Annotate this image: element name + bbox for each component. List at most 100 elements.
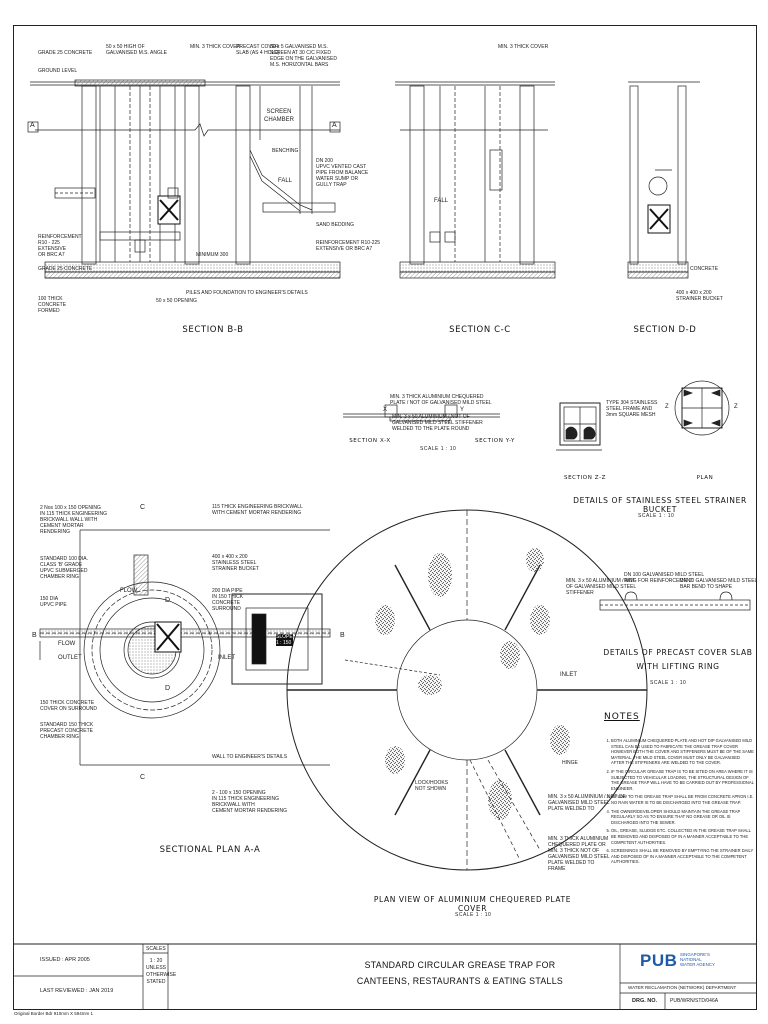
aa-standard-100: STANDARD 100 DIA. CLASS 'B' GRADE UPVC S… xyxy=(40,556,88,580)
strainer-bucket-title: DETAILS OF STAINLESS STEEL STRAINER BUCK… xyxy=(573,496,747,514)
bb-galv-screen: 50 x 5 GALVANISED M.S. SCREEN AT 30 C/C … xyxy=(270,44,337,68)
bb-screen-chamber: SCREEN CHAMBER xyxy=(264,109,295,123)
aa-opening: 2 Nos 100 x 150 OPENING IN 115 THICK ENG… xyxy=(40,505,108,535)
marker-d-top: D xyxy=(165,597,171,604)
drawing-sheet-border xyxy=(13,25,757,1010)
marker-y: Y xyxy=(460,407,465,413)
bb-piles: PILES AND FOUNDATION TO ENGINEER'S DETAI… xyxy=(186,290,308,296)
aa-standard-150: STANDARD 150 THICK PRECAST CONCRETE CHAM… xyxy=(40,722,94,740)
precast-slab-drawing xyxy=(599,591,751,611)
bb-opening: 50 x 50 OPENING xyxy=(156,298,197,304)
dd-concrete: CONCRETE xyxy=(690,266,719,272)
drawing-title-line-2: CANTEENS, RESTAURANTS & EATING STALLS xyxy=(356,976,564,986)
plan-title: PLAN xyxy=(696,475,714,481)
marker-z-right: Z xyxy=(734,404,738,410)
footer-border-note: Original Border Bdr 910mm X 594mm 1 xyxy=(14,1011,94,1016)
marker-c-top: C xyxy=(140,504,146,511)
pc-chequered-plate: MIN. 3 THICK ALUMINIUM CHEQUERED PLATE O… xyxy=(548,836,610,872)
pc-hinge: HINGE xyxy=(562,760,578,766)
plan-view-cover-drawing xyxy=(286,509,648,871)
aa-flow-2: FLOW xyxy=(120,588,138,594)
note-item: BOTH ALUMINIUM CHEQUERED PLATE AND HOT D… xyxy=(611,738,754,766)
note-item: THE OWNER/DEVELOPER SHOULD MAINTAIN THE … xyxy=(611,809,754,826)
xy-plate: MIN. 3 THICK ALUMINIUM CHEQUERED PLATE /… xyxy=(390,394,492,406)
org-name: WATER RECLAMATION (NETWORK) DEPARTMENT xyxy=(628,985,737,990)
drg-no-value: PUB/WRN/STD/046A xyxy=(670,998,719,1004)
cc-min-cover: MIN. 3 THICK COVER xyxy=(498,44,549,50)
note-item: INFLOW TO THE GREASE TRAP SHALL BE FROM … xyxy=(611,794,754,805)
pub-logo-subtitle: SINGAPORE'S NATIONAL WATER AGENCY xyxy=(680,952,715,967)
notes-heading: NOTES xyxy=(604,712,640,722)
bb-reinforcement-left: REINFORCEMENT R10 - 225 EXTENSIVE OR BRC… xyxy=(38,234,82,258)
drg-no-label: DRG. NO. xyxy=(632,998,658,1004)
scales-values: 1 : 20 UNLESS OTHERWISE STATED xyxy=(146,958,177,985)
aa-inlet: INLET xyxy=(218,655,236,661)
aa-flow-1: FLOW xyxy=(58,641,76,647)
bb-grade25-top: GRADE 25 CONCRETE xyxy=(38,50,93,56)
bb-reinforcement-right: REINFORCEMENT R10-225 EXTENSIVE OR BRC A… xyxy=(316,240,381,252)
marker-d-bottom: D xyxy=(165,685,171,692)
section-zz-title: SECTION Z-Z xyxy=(563,475,606,481)
note-item: IF THE CIRCULAR GREASE TRAP IS TO BE SIT… xyxy=(611,769,754,791)
marker-b-left: B xyxy=(32,632,37,639)
drawing-title-line-1: STANDARD CIRCULAR GREASE TRAP FOR xyxy=(364,960,556,970)
note-item: SCREENINGS SHALL BE REMOVED BY EMPTYING … xyxy=(611,848,754,865)
aa-outlet: OUTLET xyxy=(58,655,82,661)
slab-bar: DN 10 GALVANISED MILD STEEL BAR BEND TO … xyxy=(680,578,758,590)
note-item: OIL, GREASE, SLUDGE ETC. COLLECTED IN TH… xyxy=(611,828,754,845)
bb-sand-bedding: SAND BEDDING xyxy=(316,222,355,228)
aa-strainer-bucket: 400 x 400 x 200 STAINLESS STEEL STRAINER… xyxy=(212,554,259,572)
scales-heading: SCALES xyxy=(146,946,166,952)
pub-logo-icon: PUB xyxy=(640,951,678,970)
sectional-plan-aa-title: SECTIONAL PLAN A-A xyxy=(159,845,261,855)
strainer-bucket-drawing xyxy=(556,380,730,451)
dd-strainer-bucket: 400 x 400 x 200 STRAINER BUCKET xyxy=(676,290,723,302)
marker-x: X xyxy=(383,407,388,413)
scale-strainer: SCALE 1 : 10 xyxy=(638,513,675,519)
marker-a-left: A xyxy=(30,122,35,129)
plan-view-cover-title: PLAN VIEW OF ALUMINIUM CHEQUERED PLATE C… xyxy=(373,895,572,913)
last-reviewed-date: LAST REVIEWED : JAN 2019 xyxy=(40,988,114,994)
precast-slab-title-2: WITH LIFTING RING xyxy=(636,662,720,671)
drawing-title: STANDARD CIRCULAR GREASE TRAP FOR CANTEE… xyxy=(340,957,580,989)
precast-slab-title-1: DETAILS OF PRECAST COVER SLAB xyxy=(603,648,753,657)
marker-a-right: A xyxy=(332,122,337,129)
bb-benching: BENCHING xyxy=(272,148,299,154)
bb-minimum: MINIMUM 300 xyxy=(196,252,229,258)
scale-plan-cover: SCALE 1 : 10 xyxy=(455,912,492,918)
pc-lock-hooks: LOCK/HOOKS NOT SHOWN xyxy=(415,780,449,792)
notes-list: BOTH ALUMINIUM CHEQUERED PLATE AND HOT D… xyxy=(602,738,754,868)
bb-upvc-pipe: DN 200 UPVC VENTED CAST PIPE FROM BALANC… xyxy=(316,158,369,188)
aa-concrete-cover: 150 THICK CONCRETE COVER ON SURROUND xyxy=(40,700,97,712)
bb-precast-slab: PRECAST COVER SLAB (AS 4 HOLE) xyxy=(236,44,280,56)
bb-min-cover: MIN. 3 THICK COVER xyxy=(190,44,241,50)
bb-hinge-angle: 50 x 50 HIGH OF GALVANISED M.S. ANGLE xyxy=(106,44,167,56)
aa-brickwall: 115 THICK ENGINEERING BRICKWALL WITH CEM… xyxy=(212,504,303,516)
pc-stiffener: MIN. 3 x 50 ALUMINIUM / NOT OF GALVANISE… xyxy=(566,578,637,596)
title-block-lines xyxy=(13,943,757,1010)
bb-hardcore: 100 THICK CONCRETE FORMED xyxy=(38,296,67,314)
marker-z-left: Z xyxy=(665,404,669,410)
section-cc-title: SECTION C-C xyxy=(449,325,511,335)
sectional-plan-aa-drawing xyxy=(39,529,331,766)
pc-angle: MIN. 3 x 50 ALUMINIUM / NOT OF GALVANISE… xyxy=(548,794,626,812)
xy-angle: MIN. 3 x 50 ALUMINIUM / NOT OF GALVANISE… xyxy=(392,414,483,432)
section-bb-drawing xyxy=(30,79,341,279)
section-xx-title: SECTION X-X xyxy=(349,438,391,444)
marker-c-bottom: C xyxy=(140,774,146,781)
section-xy-drawing xyxy=(343,404,500,422)
section-dd-title: SECTION D-D xyxy=(633,325,697,335)
scale-xy: SCALE 1 : 10 xyxy=(420,446,457,452)
pc-inlet: INLET xyxy=(560,672,578,678)
bb-fall: FALL xyxy=(278,178,293,184)
cc-fall: FALL xyxy=(434,198,449,204)
aa-pipe-surround: 200 DIA PIPE IN 150 THICK CONCRETE SURRO… xyxy=(212,588,244,612)
aa-walls: WALL TO ENGINEER'S DETAILS xyxy=(212,754,288,760)
bb-grade25-bottom: GRADE 25 CONCRETE xyxy=(38,266,93,272)
section-dd-drawing xyxy=(627,81,700,279)
zz-frame-type: TYPE 304 STAINLESS STEEL FRAME AND 3mm S… xyxy=(606,400,658,418)
scale-precast: SCALE 1 : 10 xyxy=(650,680,687,686)
section-cc-drawing xyxy=(395,81,556,279)
issued-date: ISSUED : APR 2005 xyxy=(40,957,90,963)
